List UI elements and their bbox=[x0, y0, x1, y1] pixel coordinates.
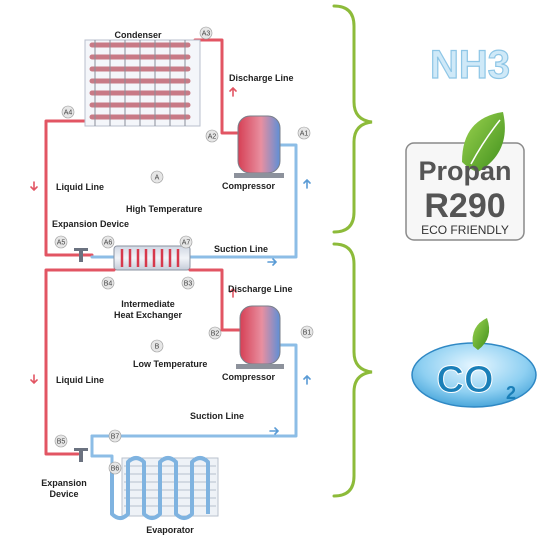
arrow-up-icon bbox=[303, 178, 311, 189]
discharge-line-b-label: Discharge Line bbox=[228, 284, 293, 294]
compressor-a bbox=[234, 115, 284, 178]
svg-text:B1: B1 bbox=[303, 330, 312, 337]
arrow-up-icon bbox=[303, 374, 311, 385]
svg-text:A5: A5 bbox=[57, 240, 66, 247]
node-B1: B1 bbox=[300, 325, 314, 339]
evaporator-label: Evaporator bbox=[146, 525, 194, 535]
node-B5: B5 bbox=[54, 434, 68, 448]
svg-text:B7: B7 bbox=[111, 434, 120, 441]
leaf-icon bbox=[472, 318, 490, 350]
high-temperature-label: High Temperature bbox=[126, 204, 202, 214]
flow-arrows bbox=[30, 86, 311, 435]
heat-exchanger-label-1: Intermediate bbox=[121, 299, 175, 309]
node-A2: A2 bbox=[205, 129, 219, 143]
compressor-b bbox=[236, 305, 284, 369]
svg-text:Propan: Propan bbox=[418, 156, 511, 186]
discharge-line-b bbox=[188, 268, 242, 332]
arrow-up-icon bbox=[229, 86, 237, 97]
compressor-a-label: Compressor bbox=[222, 181, 276, 191]
node-B7: B7 bbox=[108, 429, 122, 443]
node-badges: A3 A4 A2 A1 A A5 A6 A7 B4 B3 B2 B1 B B5 … bbox=[54, 26, 314, 475]
suction-line-b-label: Suction Line bbox=[190, 411, 244, 421]
labels: Condenser Discharge Line Liquid Line Com… bbox=[41, 30, 293, 535]
svg-text:ECO FRIENDLY: ECO FRIENDLY bbox=[421, 223, 509, 237]
suction-line-a-label: Suction Line bbox=[214, 244, 268, 254]
liquid-line-b bbox=[44, 268, 116, 456]
discharge-line-a bbox=[193, 38, 240, 135]
svg-text:B2: B2 bbox=[211, 331, 220, 338]
bracket-lower bbox=[332, 242, 373, 498]
svg-text:CO: CO bbox=[437, 359, 494, 401]
expansion-device-a-label: Expansion Device bbox=[52, 219, 129, 229]
low-temperature-label: Low Temperature bbox=[133, 359, 207, 369]
svg-text:A4: A4 bbox=[64, 110, 73, 117]
svg-text:A3: A3 bbox=[202, 31, 211, 38]
svg-text:A6: A6 bbox=[104, 240, 113, 247]
svg-text:NH3: NH3 bbox=[430, 43, 510, 87]
node-A7: A7 bbox=[179, 235, 193, 249]
arrow-down-icon bbox=[30, 181, 38, 192]
stage-b-pipes bbox=[44, 268, 298, 472]
co2-logo: CO 2 bbox=[411, 318, 537, 408]
svg-text:B6: B6 bbox=[111, 466, 120, 473]
node-A1: A1 bbox=[297, 126, 311, 140]
arrow-right-icon bbox=[267, 258, 278, 266]
compressor-b-label: Compressor bbox=[222, 372, 276, 382]
node-A: A bbox=[150, 170, 164, 184]
condenser-label: Condenser bbox=[114, 30, 162, 40]
node-B: B bbox=[150, 339, 164, 353]
expansion-device-b-label-1: Expansion bbox=[41, 478, 87, 488]
node-B3: B3 bbox=[181, 276, 195, 290]
bracket-upper bbox=[332, 4, 373, 234]
node-B6: B6 bbox=[108, 461, 122, 475]
node-A6: A6 bbox=[101, 235, 115, 249]
svg-text:B5: B5 bbox=[57, 439, 66, 446]
svg-text:B3: B3 bbox=[184, 281, 193, 288]
arrow-down-icon bbox=[30, 374, 38, 385]
stage-a-pipes bbox=[44, 38, 298, 259]
svg-text:R290: R290 bbox=[424, 187, 505, 225]
svg-text:A2: A2 bbox=[208, 134, 217, 141]
node-A5: A5 bbox=[54, 235, 68, 249]
svg-text:A: A bbox=[155, 175, 160, 182]
arrow-right-icon bbox=[269, 427, 280, 435]
liquid-line-a bbox=[44, 119, 90, 257]
node-A3: A3 bbox=[199, 26, 213, 40]
svg-text:2: 2 bbox=[506, 383, 516, 403]
svg-text:A1: A1 bbox=[300, 131, 309, 138]
discharge-line-a-label: Discharge Line bbox=[229, 73, 294, 83]
liquid-line-b-label: Liquid Line bbox=[56, 375, 104, 385]
brackets bbox=[332, 4, 373, 498]
svg-text:B: B bbox=[155, 344, 160, 351]
heat-exchanger bbox=[113, 245, 191, 271]
node-B4: B4 bbox=[101, 276, 115, 290]
suction-line-b bbox=[90, 343, 298, 438]
liquid-line-a-label: Liquid Line bbox=[56, 182, 104, 192]
nh3-logo: NH3 bbox=[429, 42, 510, 87]
svg-text:A7: A7 bbox=[182, 240, 191, 247]
expansion-device-b-label-2: Device bbox=[49, 489, 78, 499]
propan-r290-logo: Propan R290 ECO FRIENDLY bbox=[405, 112, 525, 241]
node-A4: A4 bbox=[61, 105, 75, 119]
expansion-device-a bbox=[74, 248, 88, 262]
node-B2: B2 bbox=[208, 326, 222, 340]
expansion-device-b bbox=[74, 448, 88, 462]
suction-line-a bbox=[188, 143, 298, 259]
condenser bbox=[84, 39, 201, 127]
evaporator bbox=[110, 456, 219, 520]
svg-text:B4: B4 bbox=[104, 281, 113, 288]
heat-exchanger-label-2: Heat Exchanger bbox=[114, 310, 183, 320]
arrow-up-icon bbox=[229, 287, 237, 298]
